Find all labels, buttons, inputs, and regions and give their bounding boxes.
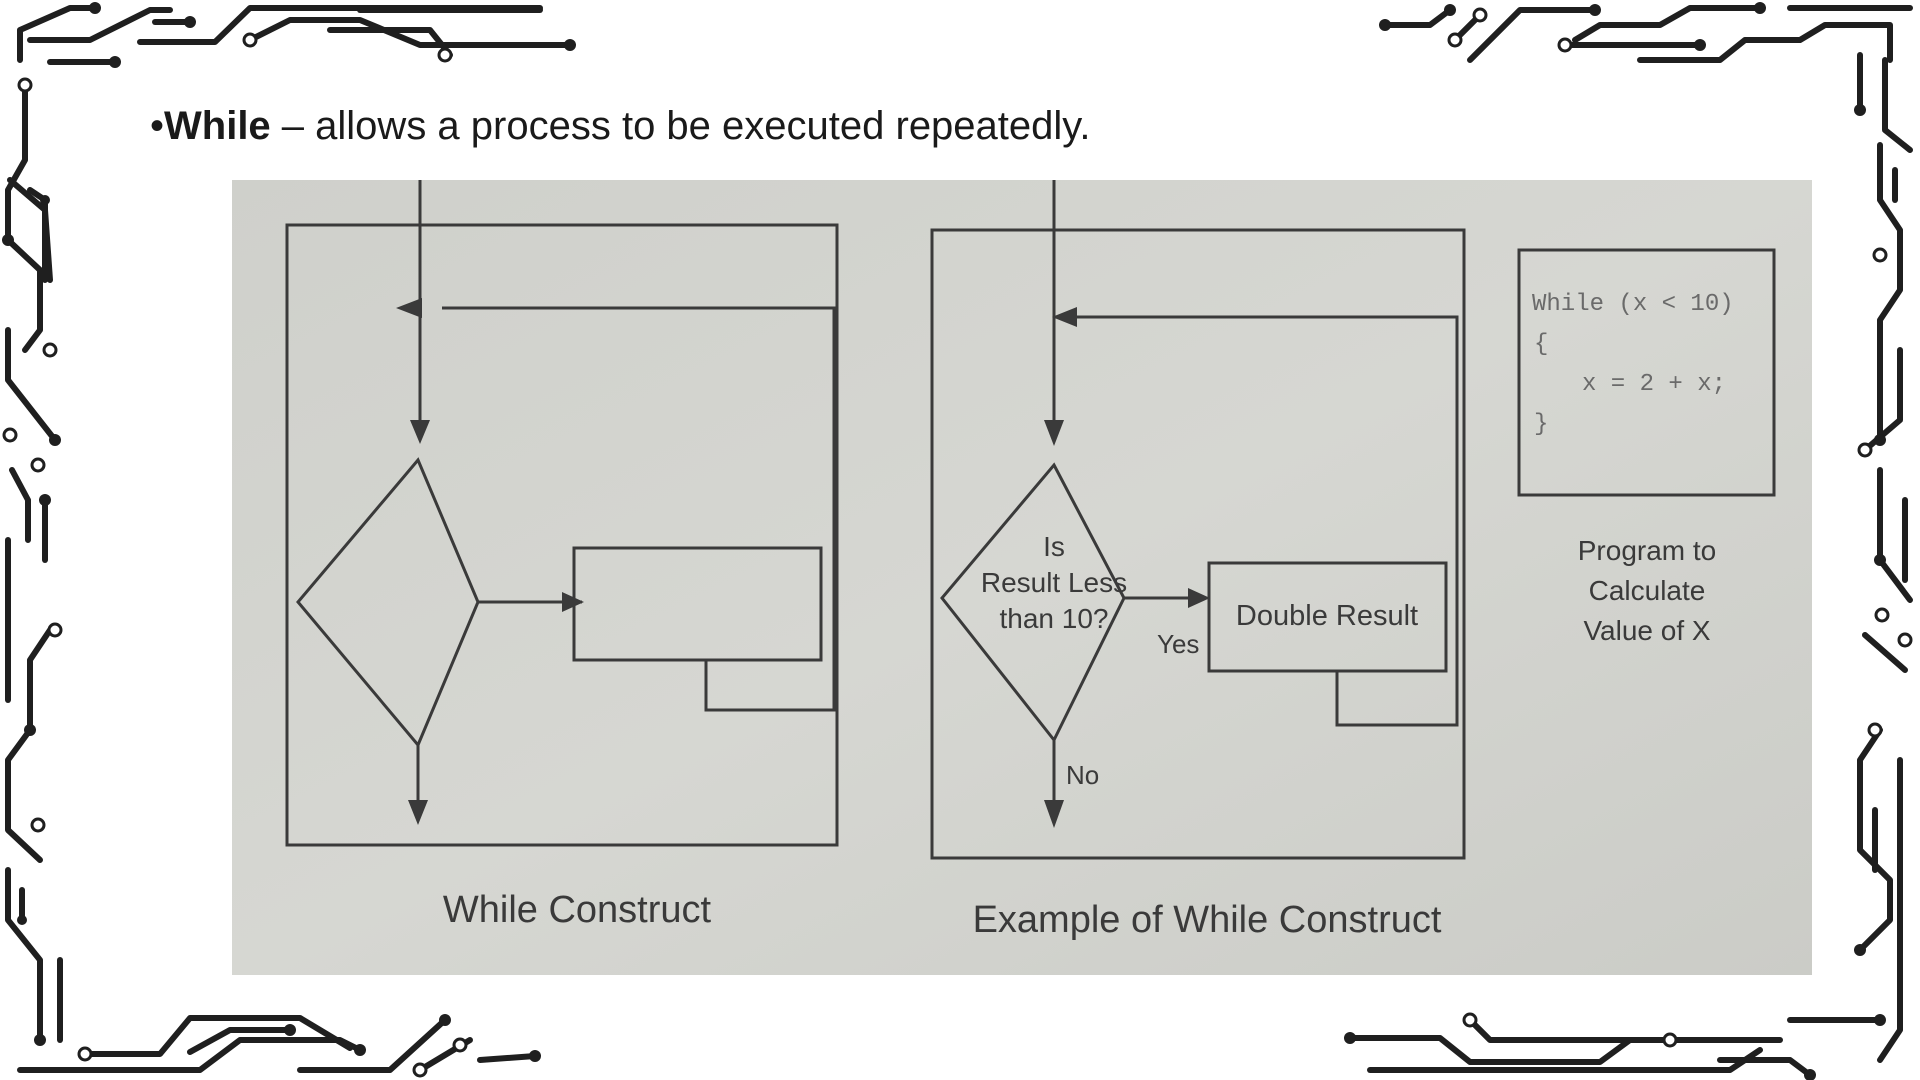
decision-label-line-2: Result Less	[981, 567, 1127, 598]
arrowhead-loop-left	[396, 298, 422, 318]
example-caption: Example of While Construct	[973, 899, 1442, 941]
arrowhead-yes-left	[562, 592, 584, 612]
decision-label-line-1: Is	[1043, 531, 1065, 562]
arrowhead-entry-example	[1044, 420, 1064, 446]
decision-label-line-3: than 10?	[1000, 603, 1109, 634]
double-result-box	[1207, 561, 1448, 673]
bullet-text: •While – allows a process to be executed…	[150, 104, 1090, 149]
code-line-3: x = 2 + x;	[1582, 371, 1726, 398]
photo-background	[232, 180, 1812, 975]
example-frame	[930, 228, 1466, 860]
arrowhead-entry-left	[410, 420, 430, 444]
arrowhead-exit-example	[1044, 800, 1064, 828]
yes-label: Yes	[1157, 629, 1199, 659]
code-line-4: }	[1534, 411, 1548, 438]
while-construct-caption: While Construct	[443, 889, 712, 931]
while-flowchart-photo: Is Result Less than 10? Double Result Ye…	[232, 180, 1812, 975]
code-caption-line-3: Value of X	[1583, 615, 1710, 646]
arrowhead-loop-example	[1052, 307, 1077, 327]
code-line-1: While (x < 10)	[1532, 291, 1734, 318]
loop-line-left	[442, 306, 836, 712]
while-keyword: While	[164, 104, 271, 148]
arrowhead-exit-left	[408, 800, 428, 825]
code-caption-line-1: Program to	[1578, 535, 1717, 566]
code-line-2: {	[1534, 331, 1548, 358]
loop-line-example	[1077, 315, 1459, 727]
arrowhead-yes-example	[1188, 588, 1210, 608]
while-construct-frame	[285, 223, 839, 847]
bullet-mark: •	[150, 104, 165, 148]
while-description: – allows a process to be executed repeat…	[270, 104, 1091, 148]
code-caption-line-2: Calculate	[1589, 575, 1706, 606]
process-label: Double Result	[1236, 600, 1418, 632]
no-label: No	[1066, 760, 1099, 790]
code-box	[1517, 248, 1776, 497]
